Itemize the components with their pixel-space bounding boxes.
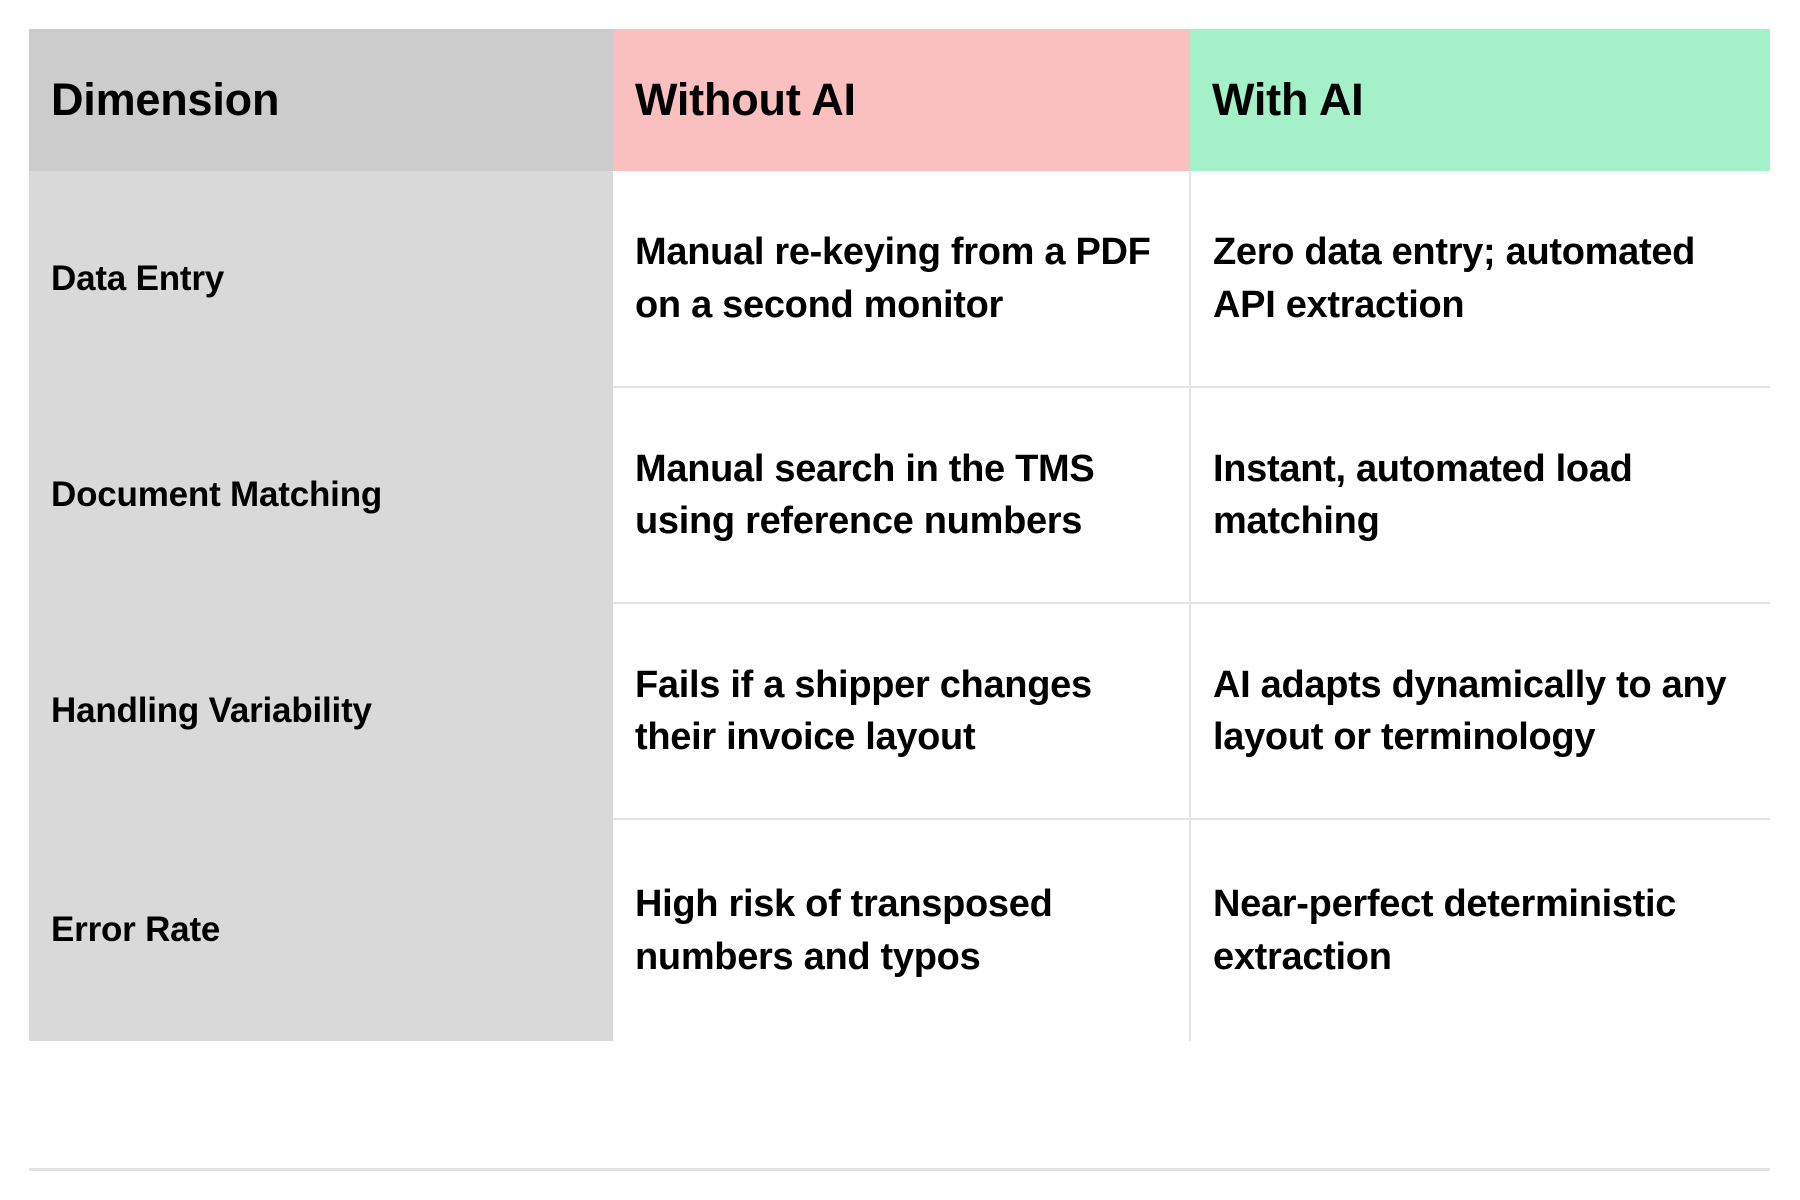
- cell-without-ai: Manual search in the TMS using reference…: [613, 386, 1191, 604]
- table-row: Document Matching Manual search in the T…: [29, 386, 1770, 604]
- comparison-table: Dimension Without AI With AI Data Entry …: [29, 29, 1770, 1041]
- table-header: Dimension Without AI With AI: [29, 29, 1770, 171]
- table-body: Data Entry Manual re-keying from a PDF o…: [29, 171, 1770, 1041]
- column-header-with-ai: With AI: [1190, 29, 1770, 171]
- cell-with-ai: AI adapts dynamically to any layout or t…: [1190, 602, 1770, 820]
- cell-dimension: Error Rate: [29, 819, 613, 1041]
- table-row: Error Rate High risk of transposed numbe…: [29, 818, 1770, 1041]
- cell-without-ai: Manual re-keying from a PDF on a second …: [613, 171, 1191, 388]
- cell-with-ai: Near-perfect deterministic extraction: [1190, 818, 1770, 1041]
- column-header-without-ai: Without AI: [613, 29, 1190, 171]
- cell-with-ai: Instant, automated load matching: [1190, 386, 1770, 604]
- cell-without-ai: High risk of transposed numbers and typo…: [613, 818, 1191, 1041]
- cell-dimension: Document Matching: [29, 387, 613, 603]
- cell-dimension: Handling Variability: [29, 603, 613, 819]
- cell-without-ai: Fails if a shipper changes their invoice…: [613, 602, 1191, 820]
- cell-with-ai: Zero data entry; automated API extractio…: [1190, 171, 1770, 388]
- table-header-row: Dimension Without AI With AI: [29, 29, 1770, 171]
- cell-dimension: Data Entry: [29, 171, 613, 387]
- column-header-dimension: Dimension: [29, 29, 613, 171]
- comparison-table-container: Dimension Without AI With AI Data Entry …: [29, 29, 1770, 1170]
- table-row: Handling Variability Fails if a shipper …: [29, 602, 1770, 820]
- table-row: Data Entry Manual re-keying from a PDF o…: [29, 171, 1770, 388]
- table-bottom-border: [29, 1168, 1770, 1171]
